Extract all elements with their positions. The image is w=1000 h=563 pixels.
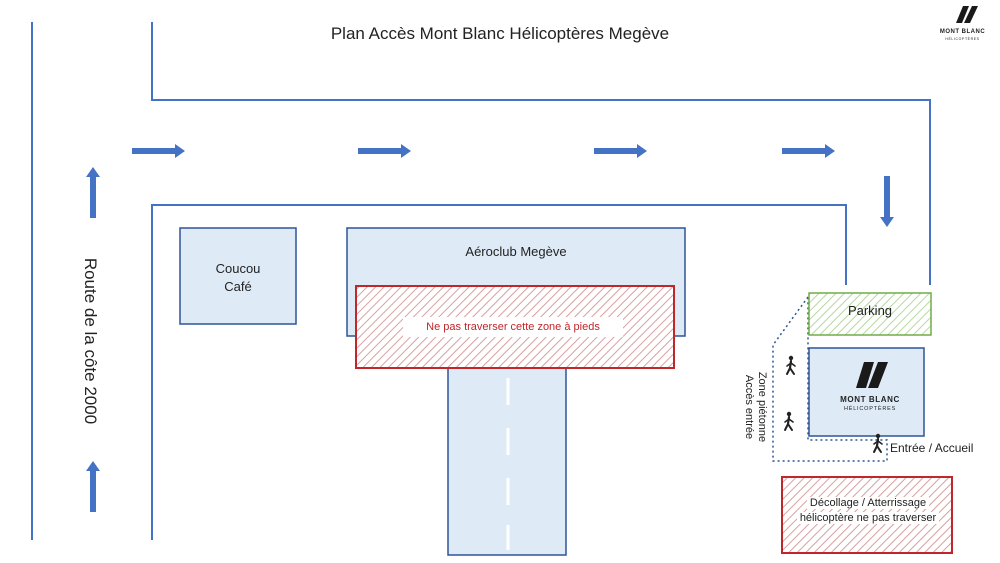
mont-blanc-logo-icon [956, 6, 978, 23]
coucou-cafe-building [179, 227, 297, 325]
mont-blanc-building [808, 347, 925, 437]
arrow-down-icon [880, 176, 894, 227]
parking-label: Parking [847, 303, 893, 318]
coucou-cafe-label: Coucou Café [180, 260, 296, 296]
aeroclub-label: Aéroclub Megève [465, 244, 567, 259]
arrow-up-icon [86, 461, 100, 512]
pedestrian-zone-line2: Accès entrée [743, 374, 755, 440]
coucou-cafe-line2: Café [224, 279, 252, 294]
brand-sub-top: HÉLICOPTÈRES [945, 37, 980, 41]
upper-road-edge [151, 22, 931, 285]
coucou-cafe-line1: Coucou [215, 261, 261, 276]
direction-arrows [86, 144, 894, 512]
arrow-right-icon [594, 144, 647, 158]
road-label: Route de la côte 2000 [81, 257, 100, 425]
helipad-line2: hélicoptère ne pas traverser [796, 512, 940, 524]
brand-name-building: MONT BLANC [840, 395, 900, 404]
pedestrian-icon [786, 355, 796, 375]
pedestrian-icon [873, 433, 883, 453]
pedestrian-icon [784, 411, 794, 431]
helipad-label: Décollage / Atterrissage hélicoptère ne … [786, 496, 950, 526]
parking-area [808, 292, 932, 336]
arrow-up-icon [86, 167, 100, 218]
mont-blanc-logo-icon [856, 362, 888, 388]
entrance-label: Entrée / Accueil [890, 441, 974, 455]
lower-road-edge [151, 204, 847, 540]
pedestrian-zone-line1: Zone piétonne [756, 371, 768, 443]
road-lines [31, 22, 931, 540]
arrow-right-icon [782, 144, 835, 158]
arrow-right-icon [132, 144, 185, 158]
map-title: Plan Accès Mont Blanc Hélicoptères Megèv… [330, 24, 670, 43]
brand-sub-building: HÉLICOPTÈRES [843, 406, 897, 412]
pedestrian-zone-label: Zone piétonne Accès entrée [742, 352, 768, 462]
no-cross-zone-label: Ne pas traverser cette zone à pieds [403, 317, 623, 337]
helipad-line1: Décollage / Atterrissage [806, 497, 930, 509]
brand-name-top: MONT BLANC [939, 29, 986, 35]
arrow-right-icon [358, 144, 411, 158]
